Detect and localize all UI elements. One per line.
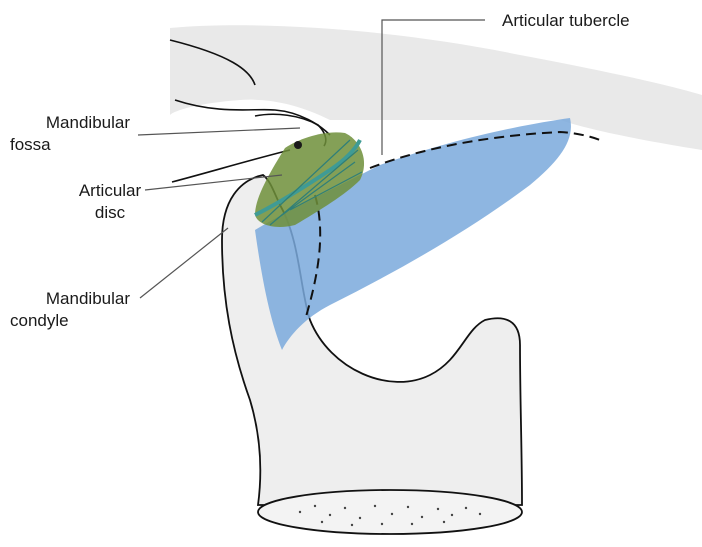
leader-mandibular-condyle bbox=[140, 228, 228, 298]
label-mandibular-fossa-line2: fossa bbox=[10, 134, 130, 156]
temporal-bone bbox=[170, 25, 702, 150]
label-articular-disc-line2: disc bbox=[60, 202, 160, 224]
label-mandibular-fossa-line1: Mandibular bbox=[10, 112, 130, 134]
leader-mandibular-fossa bbox=[138, 128, 300, 135]
ramus-cut-surface bbox=[258, 490, 522, 534]
label-articular-tubercle: Articular tubercle bbox=[502, 10, 630, 32]
label-mandibular-condyle: Mandibular condyle bbox=[10, 288, 130, 332]
label-articular-disc: Articular disc bbox=[60, 180, 160, 224]
label-mandibular-condyle-line1: Mandibular bbox=[10, 288, 130, 310]
label-mandibular-fossa: Mandibular fossa bbox=[10, 112, 130, 156]
label-articular-disc-line1: Articular bbox=[60, 180, 160, 202]
label-mandibular-condyle-line2: condyle bbox=[10, 310, 130, 332]
